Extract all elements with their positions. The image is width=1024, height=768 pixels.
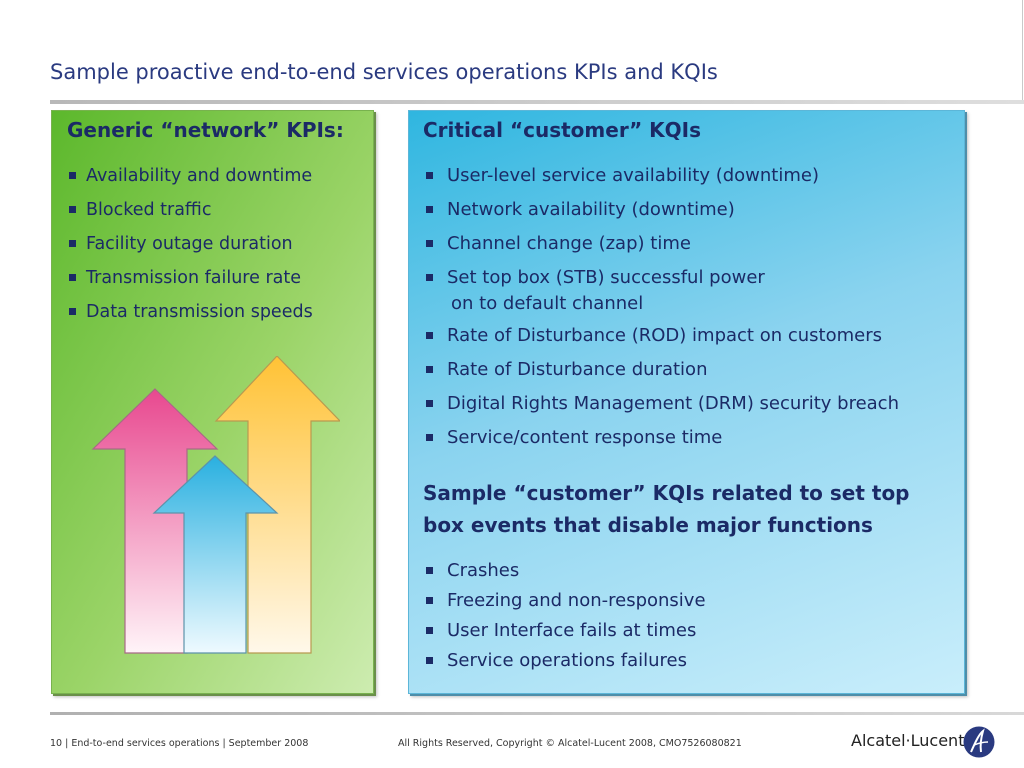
list-item: Service operations failures xyxy=(423,646,706,676)
footer-divider xyxy=(50,712,1024,715)
alcatel-lucent-a-icon xyxy=(963,726,995,758)
bullet-icon xyxy=(426,597,433,604)
slide-title: Sample proactive end-to-end services ope… xyxy=(50,60,718,84)
list-item: Data transmission speeds xyxy=(66,295,313,329)
network-kpis-heading: Generic “network” KPIs: xyxy=(67,118,344,142)
orange-arrow-icon xyxy=(214,356,340,654)
list-item: Facility outage duration xyxy=(66,227,313,261)
list-item: Channel change (zap) time xyxy=(423,227,899,261)
footer-page-info: 10 | End-to-end services operations | Se… xyxy=(50,738,309,749)
bullet-icon xyxy=(426,434,433,441)
bullet-icon xyxy=(426,657,433,664)
list-item: Freezing and non-responsive xyxy=(423,586,706,616)
company-logo-text: Alcatel·Lucent xyxy=(851,731,965,750)
list-item: User-level service availability (downtim… xyxy=(423,159,899,193)
stb-kqis-heading: Sample “customer” KQIs related to set to… xyxy=(423,481,910,537)
list-item: Crashes xyxy=(423,556,706,586)
bullet-icon xyxy=(426,400,433,407)
list-item: Blocked traffic xyxy=(66,193,313,227)
list-item: Transmission failure rate xyxy=(66,261,313,295)
network-kpis-panel: Generic “network” KPIs: Availability and… xyxy=(51,110,374,694)
bullet-icon xyxy=(69,308,76,315)
customer-kqis-list: User-level service availability (downtim… xyxy=(423,159,899,455)
list-item: Rate of Disturbance (ROD) impact on cust… xyxy=(423,319,899,353)
customer-kqis-heading: Critical “customer” KQIs xyxy=(423,118,702,142)
bullet-icon xyxy=(426,240,433,247)
list-item: Digital Rights Management (DRM) security… xyxy=(423,387,899,421)
bullet-icon xyxy=(69,240,76,247)
bullet-icon xyxy=(426,206,433,213)
list-item: User Interface fails at times xyxy=(423,616,706,646)
bullet-icon xyxy=(426,332,433,339)
network-kpis-list: Availability and downtime Blocked traffi… xyxy=(66,159,313,329)
edge-divider xyxy=(1022,0,1023,100)
list-item: Availability and downtime xyxy=(66,159,313,193)
list-item: Service/content response time xyxy=(423,421,899,455)
bullet-icon xyxy=(69,206,76,213)
upward-arrows-graphic xyxy=(91,356,340,654)
bullet-icon xyxy=(426,627,433,634)
bullet-icon xyxy=(69,274,76,281)
blue-arrow-icon xyxy=(152,455,279,654)
bullet-icon xyxy=(426,172,433,179)
bullet-icon xyxy=(426,274,433,281)
bullet-icon xyxy=(426,366,433,373)
bullet-icon xyxy=(69,172,76,179)
bullet-icon xyxy=(426,567,433,574)
customer-kqis-panel: Critical “customer” KQIs User-level serv… xyxy=(408,110,965,694)
list-item: Network availability (downtime) xyxy=(423,193,899,227)
title-divider xyxy=(50,100,1024,104)
list-item-continuation: on to default channel xyxy=(451,293,644,314)
stb-kqis-list: Crashes Freezing and non-responsive User… xyxy=(423,556,706,676)
footer-copyright: All Rights Reserved, Copyright © Alcatel… xyxy=(398,738,742,749)
list-item: Rate of Disturbance duration xyxy=(423,353,899,387)
